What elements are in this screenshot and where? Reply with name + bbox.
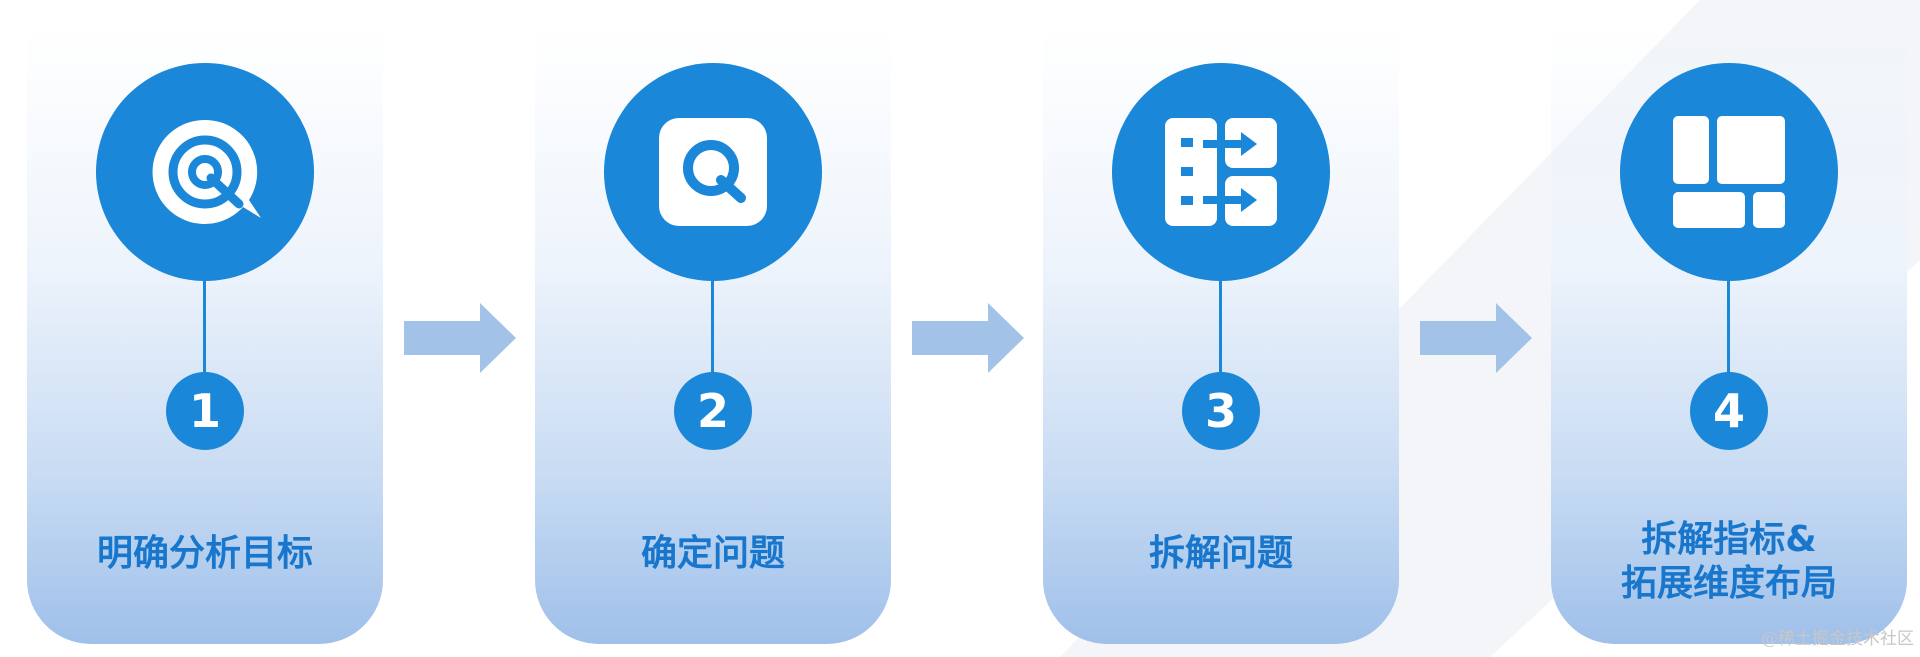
step-number-badge-1: 1 (166, 372, 244, 450)
step-label-1: 明确分析目标 (27, 532, 383, 576)
target-chat-icon (152, 119, 261, 224)
step-label-3: 拆解问题 (1043, 532, 1399, 576)
step-connector-3 (1219, 281, 1222, 401)
flow-arrow-2 (912, 303, 1024, 373)
step-label-4-line-2: 拓展维度布局 (1620, 563, 1837, 604)
step-connector-2 (711, 281, 714, 401)
step-label-1-line-1: 明确分析目标 (96, 533, 313, 574)
step-connector-1 (203, 281, 206, 401)
step-number-badge-3: 3 (1182, 372, 1260, 450)
step-label-4-line-1: 拆解指标& (1641, 519, 1817, 560)
split-flow-icon (1165, 118, 1277, 226)
step-label-2: 确定问题 (535, 532, 891, 576)
step-card-1: 1 明确分析目标 (27, 28, 383, 644)
step-number-badge-4: 4 (1690, 372, 1768, 450)
step-card-3: 3 拆解问题 (1043, 28, 1399, 644)
step-label-3-line-1: 拆解问题 (1148, 533, 1293, 574)
step-icon-circle-1 (96, 63, 314, 281)
step-icon-circle-4 (1620, 63, 1838, 281)
step-number-badge-2: 2 (674, 372, 752, 450)
step-card-2: 2 确定问题 (535, 28, 891, 644)
step-connector-4 (1727, 281, 1730, 401)
question-q-icon (659, 118, 767, 226)
flow-arrow-3 (1420, 303, 1532, 373)
flow-arrow-1 (404, 303, 516, 373)
layout-grid-icon (1673, 116, 1785, 228)
step-card-4: 4 拆解指标& 拓展维度布局 (1551, 28, 1907, 644)
watermark: @稀土掘金技术社区 (1761, 629, 1914, 649)
step-icon-circle-2 (604, 63, 822, 281)
step-label-4: 拆解指标& 拓展维度布局 (1551, 518, 1907, 606)
step-label-2-line-1: 确定问题 (640, 533, 785, 574)
step-icon-circle-3 (1112, 63, 1330, 281)
